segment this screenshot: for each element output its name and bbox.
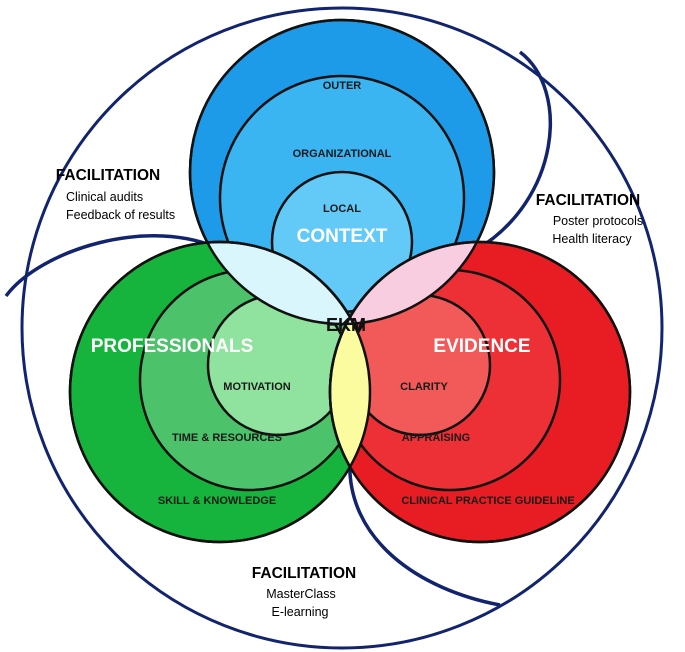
context-inner-label: LOCAL bbox=[323, 203, 361, 215]
facilitation-left-title: FACILITATION bbox=[56, 167, 160, 184]
professionals-outline bbox=[68, 240, 372, 544]
professionals-middle-label: TIME & RESOURCES bbox=[172, 432, 282, 444]
context-outline bbox=[188, 18, 496, 326]
facilitation-arc-left bbox=[4, 234, 226, 298]
context-title: CONTEXT bbox=[297, 226, 388, 247]
outer-boundary-circle bbox=[20, 6, 664, 650]
context-middle-label: ORGANIZATIONAL bbox=[293, 148, 392, 160]
center-ekm-label: EKM bbox=[326, 315, 366, 335]
facilitation-right-item-1: Poster protocols bbox=[553, 214, 643, 228]
facilitation-left-item-2: Feedback of results bbox=[66, 208, 175, 222]
professionals-outer-label: SKILL & KNOWLEDGE bbox=[158, 495, 276, 507]
facilitation-right-item-2: Health literacy bbox=[552, 232, 632, 246]
facilitation-arc-right bbox=[472, 50, 553, 253]
evidence-title: EVIDENCE bbox=[433, 336, 530, 357]
evidence-middle-label: APPRAISING bbox=[402, 432, 470, 444]
facilitation-right-title: FACILITATION bbox=[536, 192, 640, 209]
facilitation-left-item-1: Clinical audits bbox=[66, 190, 143, 204]
facilitation-bottom-title: FACILITATION bbox=[252, 565, 356, 582]
evidence-circle bbox=[328, 240, 632, 544]
context-outer-label: OUTER bbox=[323, 80, 362, 92]
professionals-inner-label: MOTIVATION bbox=[223, 381, 290, 393]
facilitation-bottom-item-1: MasterClass bbox=[266, 587, 335, 601]
evidence-inner-label: CLARITY bbox=[400, 381, 448, 393]
facilitation-bottom-item-2: E-learning bbox=[272, 605, 329, 619]
professionals-title: PROFESSIONALS bbox=[91, 336, 254, 357]
evidence-outline bbox=[328, 240, 632, 544]
facilitation-arc-bottom bbox=[344, 454, 501, 607]
evidence-outer-label: CLINICAL PRACTICE GUIDELINE bbox=[401, 495, 574, 507]
